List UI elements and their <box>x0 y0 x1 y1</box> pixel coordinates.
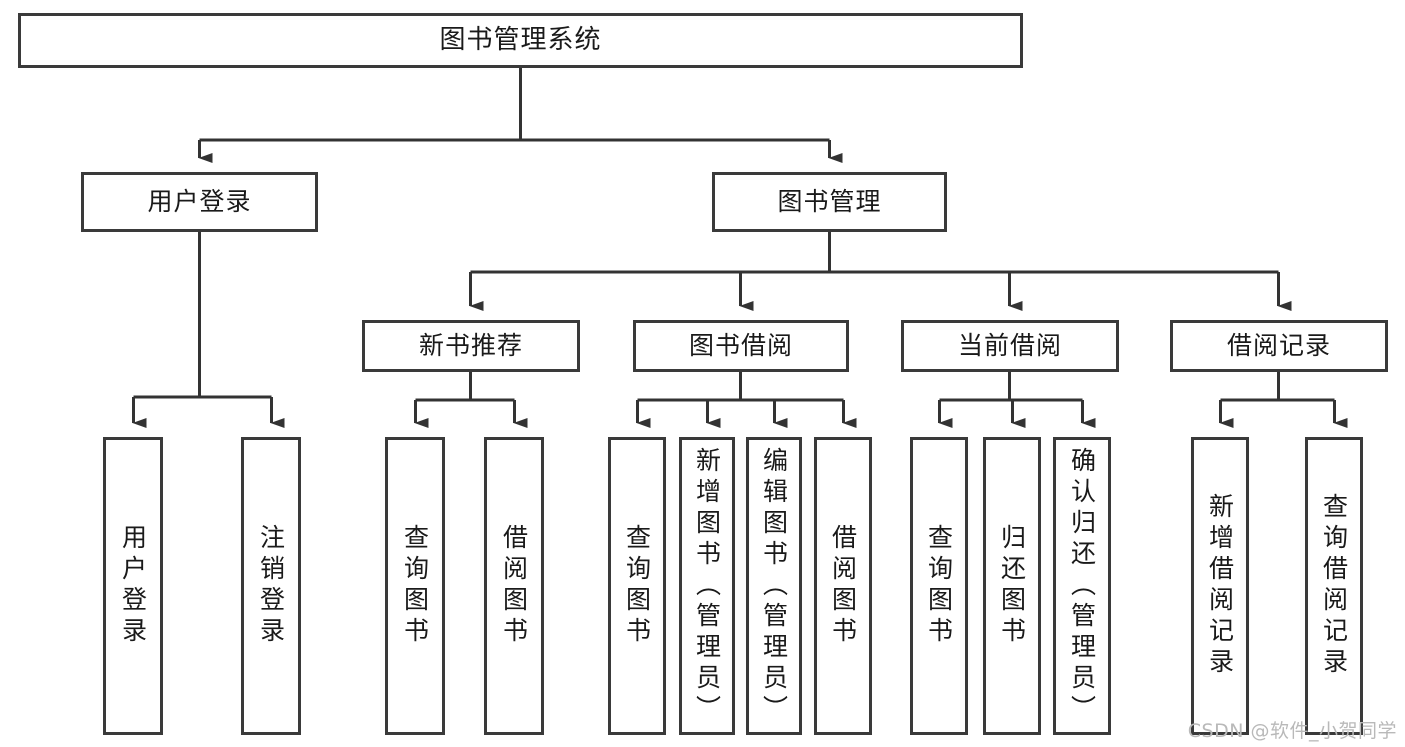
node-root-system[interactable]: 图书管理系统 <box>18 13 1023 68</box>
node-leaf-return-books[interactable]: 归还图书 <box>983 437 1041 735</box>
node-label: 注销登录 <box>256 524 286 648</box>
node-label: 查询图书 <box>400 524 430 648</box>
node-leaf-query-books-2[interactable]: 查询图书 <box>608 437 666 735</box>
node-label: 用户登录 <box>118 524 148 648</box>
node-label: 用户登录 <box>147 187 252 217</box>
node-label: 新增借阅记录 <box>1205 493 1235 679</box>
node-book-borrow[interactable]: 图书借阅 <box>633 320 849 372</box>
node-leaf-add-book-admin[interactable]: 新增图书（管理员） <box>679 437 735 735</box>
node-label: 新书推荐 <box>418 331 523 361</box>
node-label: 图书管理 <box>777 187 882 217</box>
node-borrow-record[interactable]: 借阅记录 <box>1170 320 1388 372</box>
node-label: 查询借阅记录 <box>1319 493 1349 679</box>
node-label: 借阅图书 <box>499 524 529 648</box>
node-leaf-logout[interactable]: 注销登录 <box>241 437 301 735</box>
node-label: 图书借阅 <box>688 331 793 361</box>
node-current-borrow[interactable]: 当前借阅 <box>901 320 1119 372</box>
node-leaf-add-borrow-record[interactable]: 新增借阅记录 <box>1191 437 1249 735</box>
node-label: 确认归还（管理员） <box>1067 446 1097 726</box>
node-label: 借阅记录 <box>1226 331 1331 361</box>
node-leaf-query-borrow-record[interactable]: 查询借阅记录 <box>1305 437 1363 735</box>
node-label: 编辑图书（管理员） <box>759 446 789 726</box>
node-new-book-recommend[interactable]: 新书推荐 <box>362 320 580 372</box>
node-label: 图书管理系统 <box>439 25 602 56</box>
node-user-login[interactable]: 用户登录 <box>81 172 318 232</box>
node-book-management[interactable]: 图书管理 <box>712 172 947 232</box>
node-label: 新增图书（管理员） <box>692 446 722 726</box>
node-leaf-edit-book-admin[interactable]: 编辑图书（管理员） <box>746 437 802 735</box>
csdn-watermark: CSDN @软件_小贺同学 <box>1187 720 1397 742</box>
node-label: 查询图书 <box>622 524 652 648</box>
node-label: 借阅图书 <box>828 524 858 648</box>
node-label: 归还图书 <box>997 524 1027 648</box>
node-leaf-query-books-1[interactable]: 查询图书 <box>385 437 445 735</box>
node-leaf-confirm-return-admin[interactable]: 确认归还（管理员） <box>1053 437 1111 735</box>
node-leaf-query-books-3[interactable]: 查询图书 <box>910 437 968 735</box>
node-label: 当前借阅 <box>957 331 1062 361</box>
node-leaf-borrow-books-2[interactable]: 借阅图书 <box>814 437 872 735</box>
node-leaf-user-login[interactable]: 用户登录 <box>103 437 163 735</box>
node-label: 查询图书 <box>924 524 954 648</box>
node-leaf-borrow-books-1[interactable]: 借阅图书 <box>484 437 544 735</box>
